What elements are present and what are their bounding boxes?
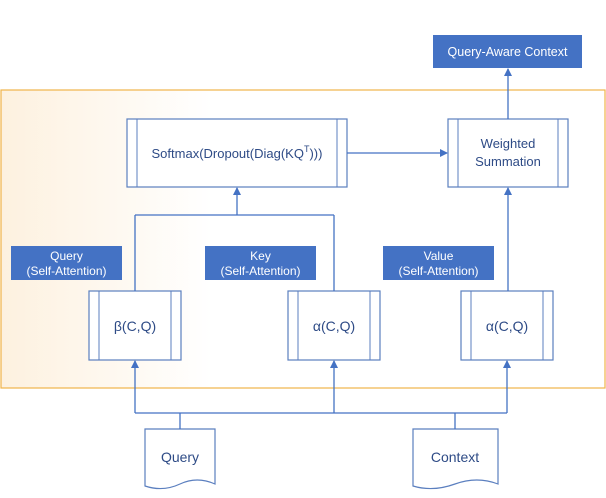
query-input-document: Query (144, 428, 216, 490)
softmax-formula-suffix: ))) (309, 146, 322, 161)
weighted-summation-line1: Weighted (481, 136, 536, 151)
softmax-box: Softmax(Dropout(Diag(KQT))) (126, 118, 348, 188)
alpha-key-function-box: α(C,Q) (287, 290, 381, 361)
softmax-formula-prefix: Softmax(Dropout(Diag(KQ (152, 146, 304, 161)
softmax-formula-superscript: T (304, 144, 310, 154)
alpha-value-function-box: α(C,Q) (460, 290, 554, 361)
value-label-line1: Value (424, 249, 454, 263)
query-aware-context-label: Query-Aware Context (448, 45, 568, 59)
context-input-document: Context (412, 428, 499, 490)
softmax-formula: Softmax(Dropout(Diag(KQT))) (152, 144, 323, 161)
weighted-summation-line2: Summation (475, 154, 541, 169)
value-self-attention-label: Value (Self-Attention) (383, 246, 494, 280)
connectors (131, 68, 512, 429)
key-self-attention-label: Key (Self-Attention) (205, 246, 316, 280)
query-self-attention-label: Query (Self-Attention) (11, 246, 122, 280)
weighted-summation-box: Weighted Summation (447, 118, 569, 188)
alpha-key-function-text: α(C,Q) (313, 318, 355, 334)
context-input-text: Context (431, 449, 479, 465)
alpha-value-function-text: α(C,Q) (486, 318, 528, 334)
beta-function-box: β(C,Q) (88, 290, 182, 361)
beta-function-text: β(C,Q) (114, 318, 156, 334)
query-input-text: Query (161, 449, 199, 465)
key-label-line2: (Self-Attention) (220, 264, 300, 278)
query-label-line2: (Self-Attention) (26, 264, 106, 278)
query-label-line1: Query (50, 249, 83, 263)
key-label-line1: Key (250, 249, 271, 263)
value-label-line2: (Self-Attention) (398, 264, 478, 278)
query-aware-context-box: Query-Aware Context (433, 35, 582, 68)
